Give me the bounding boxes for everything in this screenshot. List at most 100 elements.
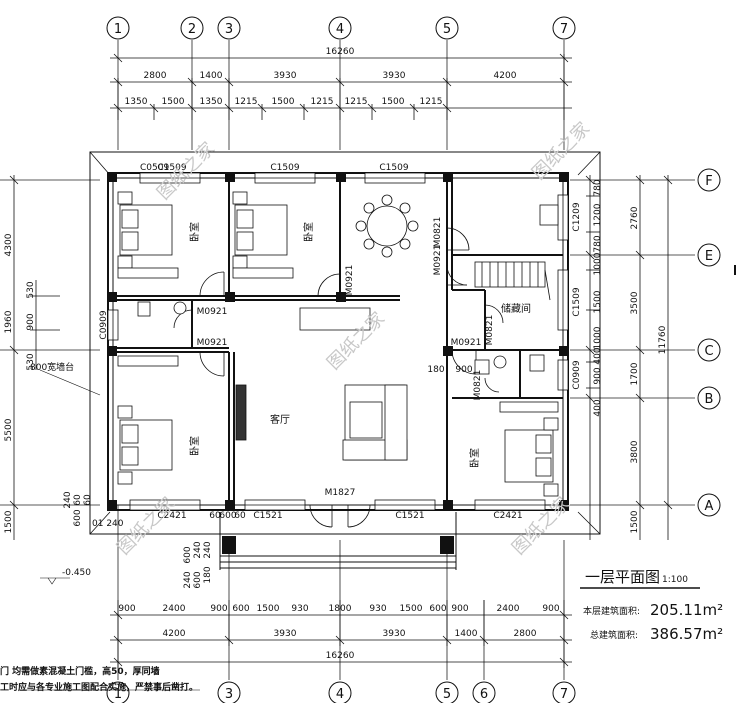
- misc-dim: 60: [83, 494, 93, 506]
- dining-table: [355, 194, 419, 258]
- door-label: M1827: [325, 488, 356, 498]
- axis-label-bottom: 3: [225, 687, 233, 702]
- elevation-mark: -0.450: [62, 568, 91, 578]
- misc-dim: 600: [219, 511, 236, 521]
- axis-label-top: 1: [114, 22, 122, 37]
- dim-bottom: 2800: [514, 629, 537, 639]
- dim-right-inner: 900: [593, 367, 603, 384]
- window-label: C0909: [572, 360, 582, 389]
- axis-label-right: A: [705, 499, 714, 514]
- front-porch: [219, 512, 457, 570]
- axis-label-top: 3: [225, 22, 233, 37]
- dim-top: 1400: [200, 71, 223, 81]
- dim-right-inner: 780: [593, 179, 603, 196]
- dim-bottom: 1500: [400, 604, 423, 614]
- dim-top: 1215: [311, 97, 334, 107]
- axis-label-bottom: 7: [560, 687, 568, 702]
- dim-right-inner: 1000: [593, 252, 603, 275]
- dim-right-inner: 1000: [593, 326, 603, 349]
- window-label: C0909: [99, 310, 109, 339]
- door-label: M0921: [197, 307, 228, 317]
- dim-bottom: 600: [429, 604, 446, 614]
- misc-dim: 01 240: [92, 519, 124, 529]
- room-label-storage: 储藏间: [501, 302, 531, 315]
- room-label-living-room: 客厅: [270, 413, 290, 426]
- window-label: C1521: [395, 511, 424, 521]
- exterior-walls: [89, 151, 601, 535]
- drawing-scale: 1:100: [662, 575, 688, 585]
- dim-bottom: 2400: [163, 604, 186, 614]
- door-label: M0821: [433, 217, 443, 248]
- dim-left: 530: [26, 353, 36, 370]
- top-dimension-lines: [110, 53, 572, 120]
- dim-left: 530: [26, 281, 36, 298]
- dim-bottom: 900: [210, 604, 227, 614]
- axis-label-top: 7: [560, 22, 568, 37]
- dim-top: 1215: [345, 97, 368, 107]
- dim-top: 1500: [162, 97, 185, 107]
- dim-bottom: 930: [369, 604, 386, 614]
- axis-label-bottom: 6: [480, 687, 488, 702]
- door-label: M0821: [485, 315, 495, 346]
- dim-top: 4200: [494, 71, 517, 81]
- sofa-set: [235, 307, 408, 461]
- room-label-bedroom: 卧室: [188, 222, 201, 242]
- bottom-dimension-lines: [110, 600, 572, 668]
- door-label: M0921: [345, 265, 355, 296]
- misc-dim: 240: [193, 541, 203, 558]
- dim-bottom: 3930: [383, 629, 406, 639]
- dim-bottom-total: 16260: [326, 651, 355, 661]
- dim-right-mid: 3800: [630, 440, 640, 463]
- structural-columns: [107, 172, 569, 554]
- misc-dim: 600: [193, 571, 203, 588]
- dim-right-inner: 1500: [593, 290, 603, 313]
- window-label: C2421: [493, 511, 522, 521]
- dim-top: 2800: [144, 71, 167, 81]
- door-label: M0921: [197, 338, 228, 348]
- total-area-value: 386.57m²: [650, 625, 723, 643]
- dim-top: 3930: [274, 71, 297, 81]
- dim-left: 1500: [4, 510, 14, 533]
- dim-right-inner: 400: [593, 399, 603, 416]
- misc-dim: 60: [73, 494, 83, 506]
- dim-top-total: 16260: [326, 47, 355, 57]
- right-dimension-lines: [585, 175, 673, 540]
- stairs: [474, 261, 551, 301]
- dim-right-mid: 2760: [630, 206, 640, 229]
- axis-label-bottom: 5: [443, 687, 451, 702]
- dim-bottom: 1800: [329, 604, 352, 614]
- dim-bottom: 2400: [497, 604, 520, 614]
- misc-dim: 900: [455, 365, 472, 375]
- misc-dim: 600: [73, 509, 83, 526]
- total-area-label: 总建筑面积:: [590, 629, 638, 641]
- dim-left: 1960: [4, 310, 14, 333]
- dim-bottom: 900: [451, 604, 468, 614]
- window-label: C1509: [270, 163, 299, 173]
- sill-annotation: 800宽墙台: [30, 361, 74, 373]
- dim-left: 4300: [4, 233, 14, 256]
- left-dimension-lines: [9, 175, 60, 540]
- dim-left: 900: [26, 313, 36, 330]
- misc-dim: 240: [203, 541, 213, 558]
- window-label: C1509: [157, 163, 186, 173]
- window-label: C1509: [572, 287, 582, 316]
- window-label: C1209: [572, 202, 582, 231]
- bathroom-fixtures: [137, 204, 559, 375]
- room-label-bedroom: 卧室: [188, 436, 201, 456]
- window-label: C1509: [379, 163, 408, 173]
- dim-bottom: 1400: [455, 629, 478, 639]
- axis-label-top: 2: [188, 22, 196, 37]
- misc-dim: 180: [203, 566, 213, 583]
- dim-bottom: 3930: [274, 629, 297, 639]
- door-swings: [173, 227, 504, 528]
- dim-left: 5500: [4, 418, 14, 441]
- dim-right-outer: 11760: [658, 325, 668, 354]
- dim-top: 1500: [272, 97, 295, 107]
- floor-area-value: 205.11m²: [650, 601, 723, 619]
- door-label: M0921: [451, 338, 482, 348]
- door-label: M0821: [473, 370, 483, 401]
- axis-label-right: E: [705, 249, 713, 264]
- windows: [107, 172, 569, 511]
- misc-dim: 240: [183, 571, 193, 588]
- dim-top: 1215: [235, 97, 258, 107]
